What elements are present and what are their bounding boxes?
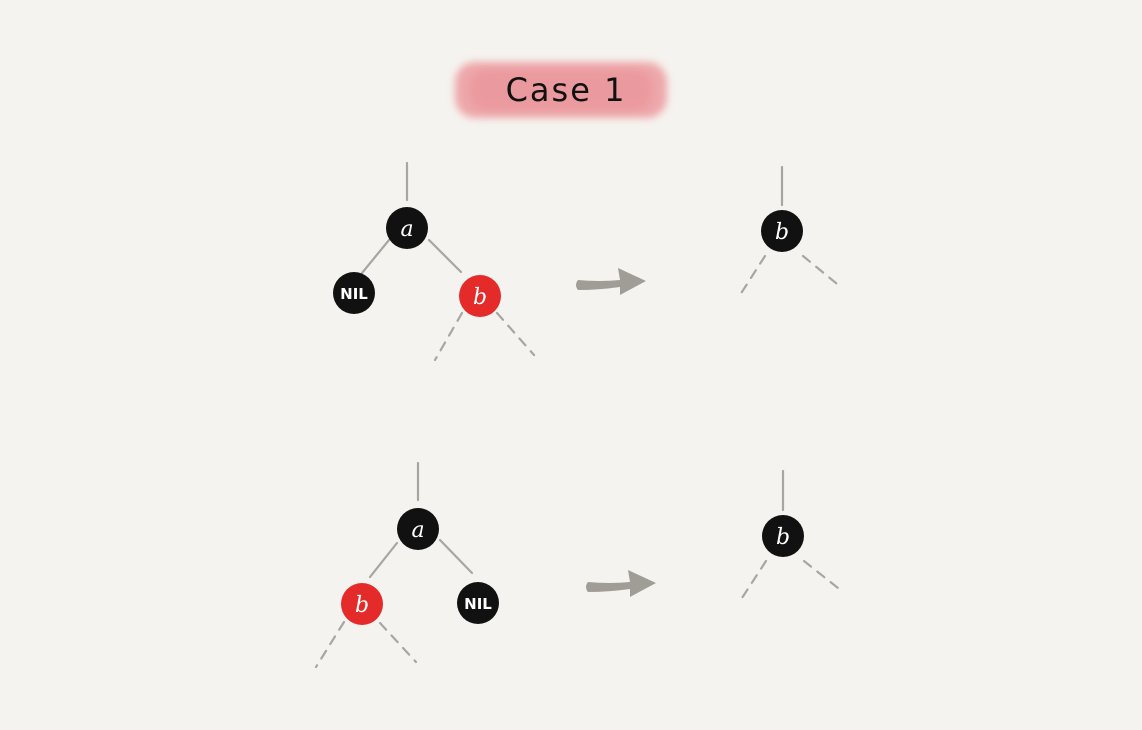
row-1-after-root-node: b xyxy=(761,210,803,252)
svg-text:b: b xyxy=(775,220,789,245)
row-2-right-nil-node: NIL xyxy=(457,582,499,624)
svg-text:b: b xyxy=(473,285,487,310)
row-2-right-edge xyxy=(438,538,474,575)
row-2-transform-arrow xyxy=(586,570,656,597)
row-1-after-tree: b xyxy=(738,165,844,297)
row-1-root-node: a xyxy=(386,207,428,249)
row-2-before-tree: a b NIL xyxy=(314,461,499,669)
row-1-right-red-node: b xyxy=(459,275,501,317)
row-2-left-red-node: b xyxy=(341,583,383,625)
row-1-b-right-subtree-edge xyxy=(495,311,536,357)
title-group: Case 1 xyxy=(455,62,667,118)
row-1-before-tree: a NIL b xyxy=(333,161,536,362)
row-2-b-right-subtree-edge xyxy=(378,621,418,664)
row-1-left-nil-node: NIL xyxy=(333,272,375,314)
row-2-root-node: a xyxy=(397,508,439,550)
svg-text:a: a xyxy=(411,518,424,543)
page-title: Case 1 xyxy=(506,71,627,109)
svg-text:NIL: NIL xyxy=(340,285,368,303)
row-1-left-edge xyxy=(360,238,391,275)
row-1-after-left-edge xyxy=(738,254,767,297)
row-2-after-tree: b xyxy=(740,469,845,600)
row-1-right-edge xyxy=(427,238,463,274)
row-2-after-right-edge xyxy=(802,559,845,594)
row-2-b-left-subtree-edge xyxy=(314,620,346,669)
svg-text:b: b xyxy=(776,525,790,550)
row-2-after-root-node: b xyxy=(762,515,804,557)
svg-text:NIL: NIL xyxy=(464,595,492,613)
row-2-after-left-edge xyxy=(740,559,768,600)
svg-text:b: b xyxy=(355,593,369,618)
row-1-after-right-edge xyxy=(801,254,844,290)
row-1-transform-arrow xyxy=(576,268,646,295)
svg-text:a: a xyxy=(400,217,413,242)
row-2-left-edge xyxy=(368,541,399,579)
row-1-b-left-subtree-edge xyxy=(433,311,464,362)
